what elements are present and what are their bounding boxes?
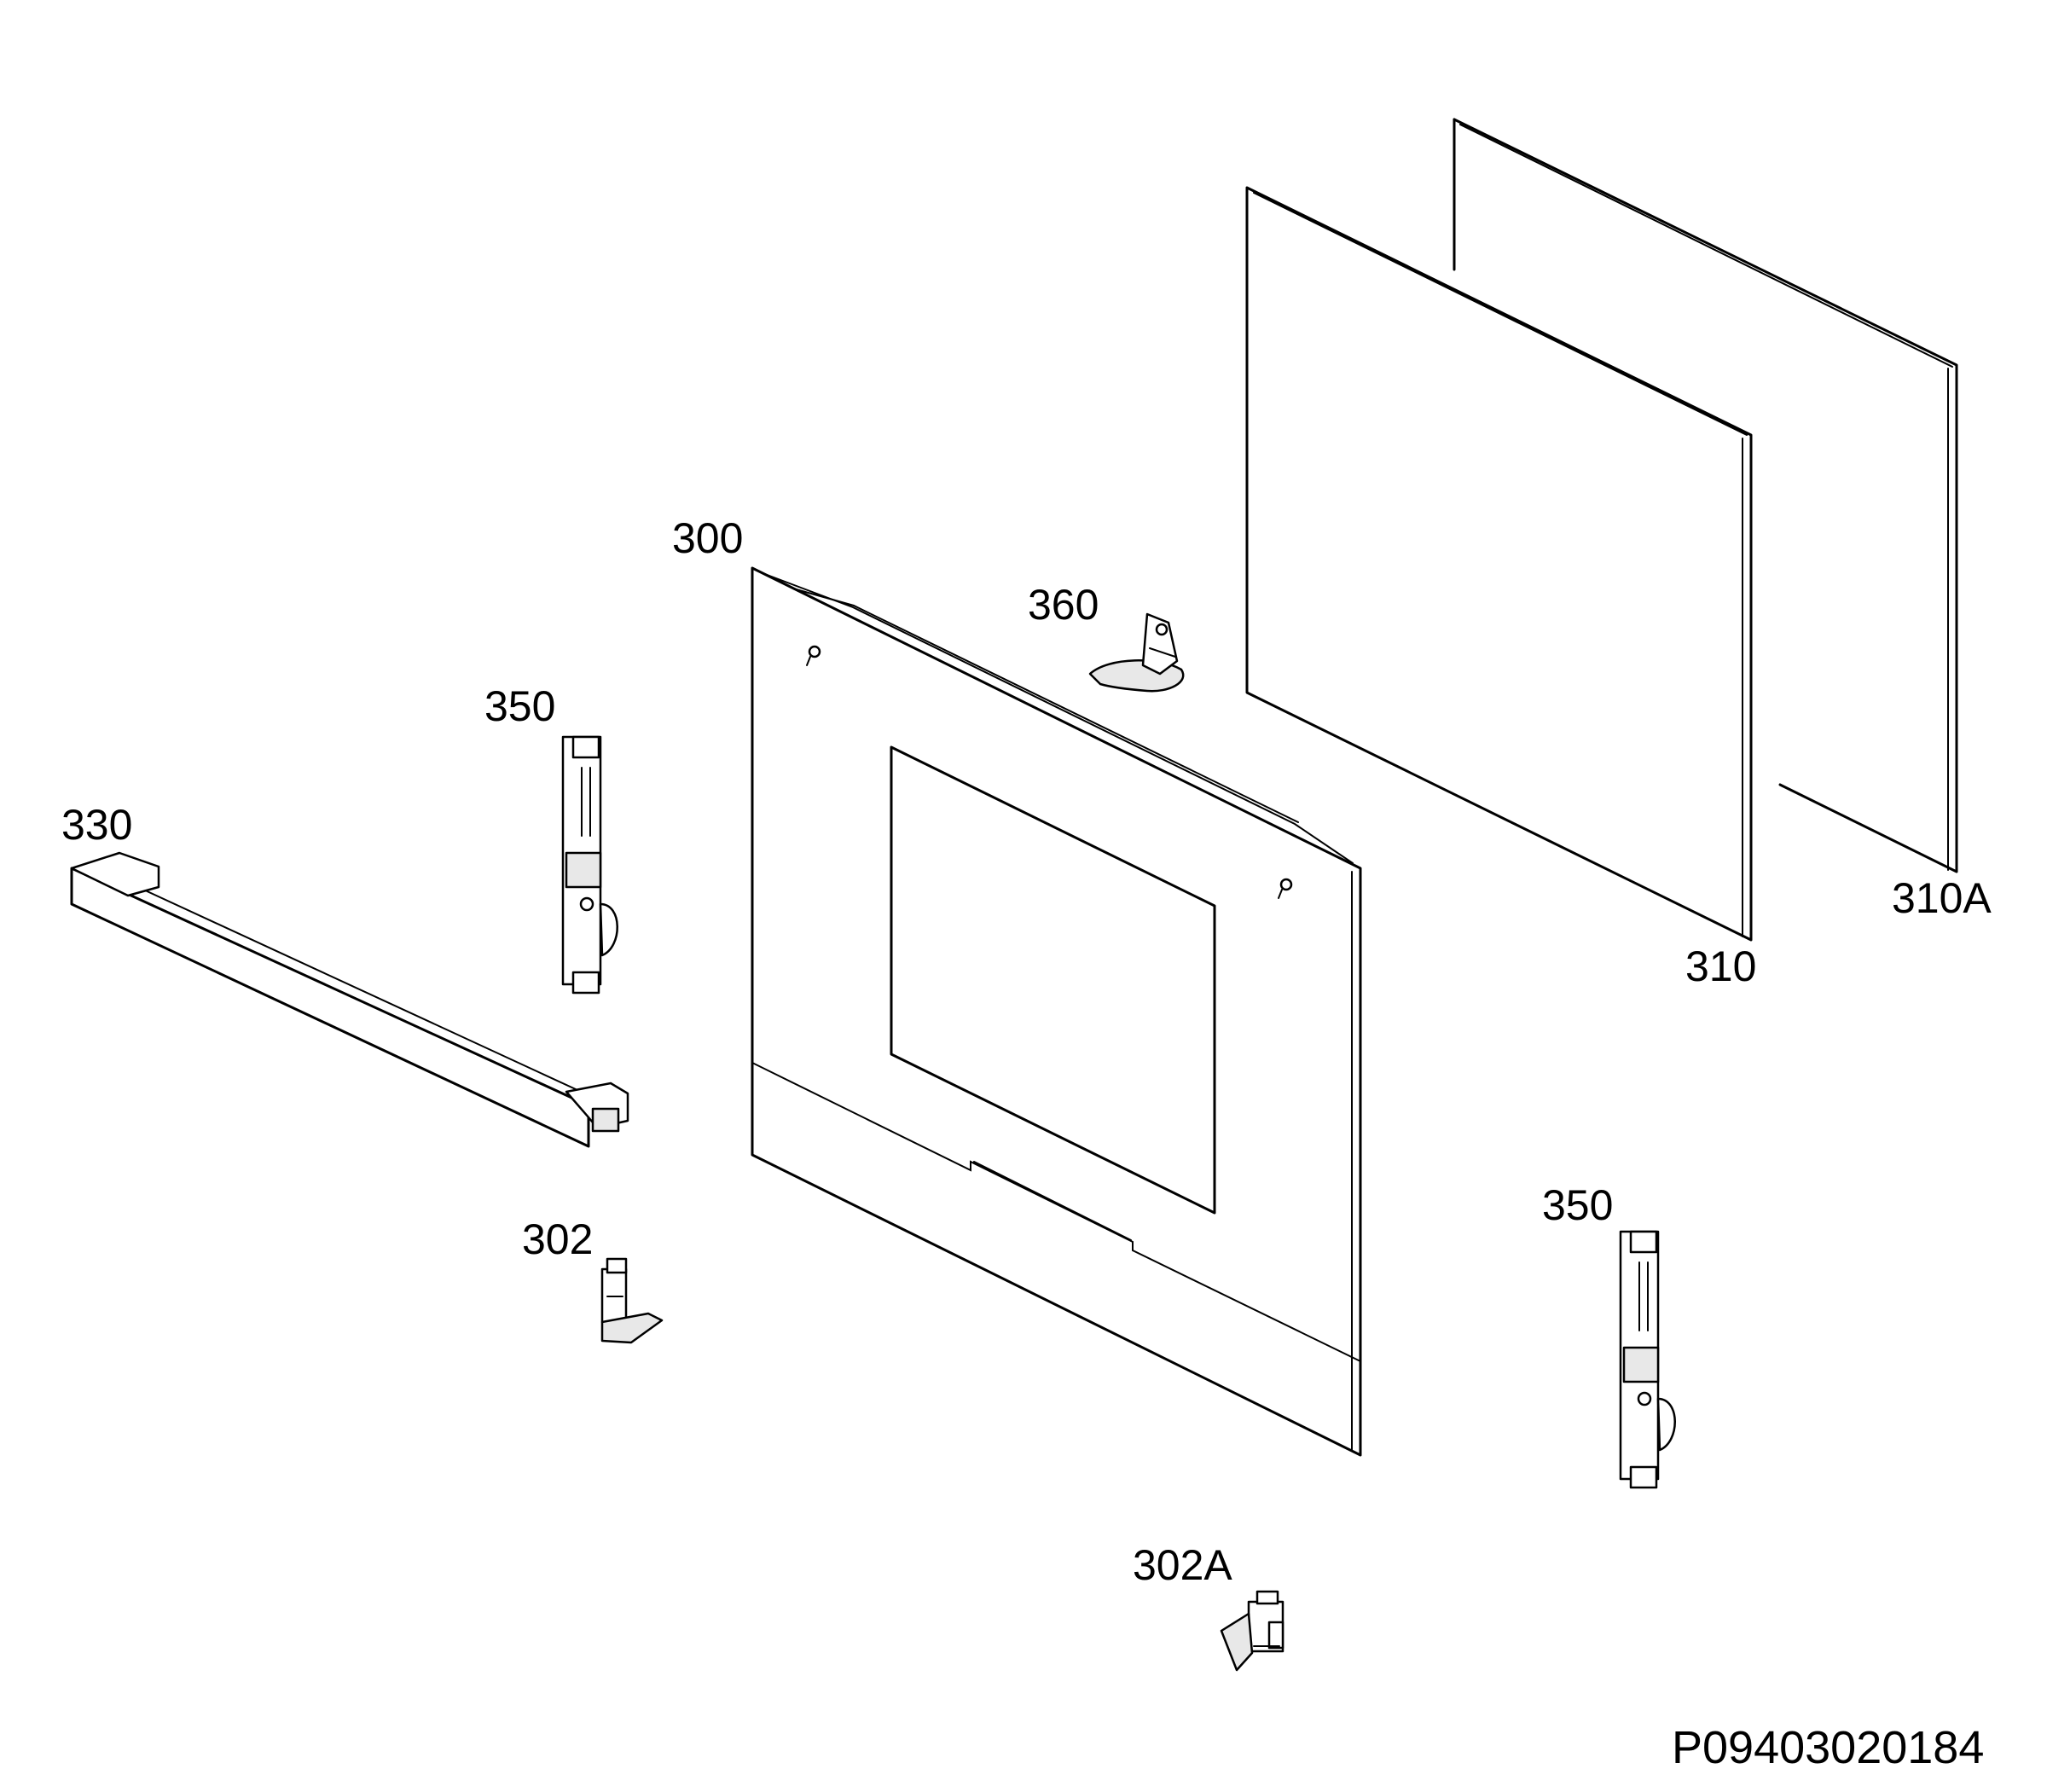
part-label-330: 330 — [61, 801, 133, 849]
part-label-310: 310 — [1685, 942, 1757, 990]
bracket-302 — [600, 1257, 664, 1344]
part-label-302: 302 — [522, 1215, 594, 1263]
part-label-300: 300 — [672, 514, 744, 562]
part-label-310a: 310A — [1892, 874, 1992, 922]
hinge-350-left — [561, 735, 618, 995]
hinge-350-right — [1619, 1230, 1676, 1489]
screw-icon — [806, 645, 821, 666]
glass-panel-310 — [1245, 186, 1753, 942]
part-label-350-right: 350 — [1542, 1181, 1614, 1229]
document-id: P09403020184 — [1672, 1722, 1985, 1773]
door-panel-300 — [751, 566, 1362, 1457]
clip-360 — [1088, 612, 1185, 693]
handle-bar-330 — [70, 851, 629, 1148]
part-label-302a: 302A — [1133, 1541, 1232, 1589]
part-label-360: 360 — [1028, 581, 1099, 629]
part-label-350-left: 350 — [484, 682, 556, 730]
glass-panel-310a — [1453, 118, 1958, 873]
screw-icon — [1278, 878, 1293, 899]
bracket-302a — [1220, 1590, 1284, 1672]
